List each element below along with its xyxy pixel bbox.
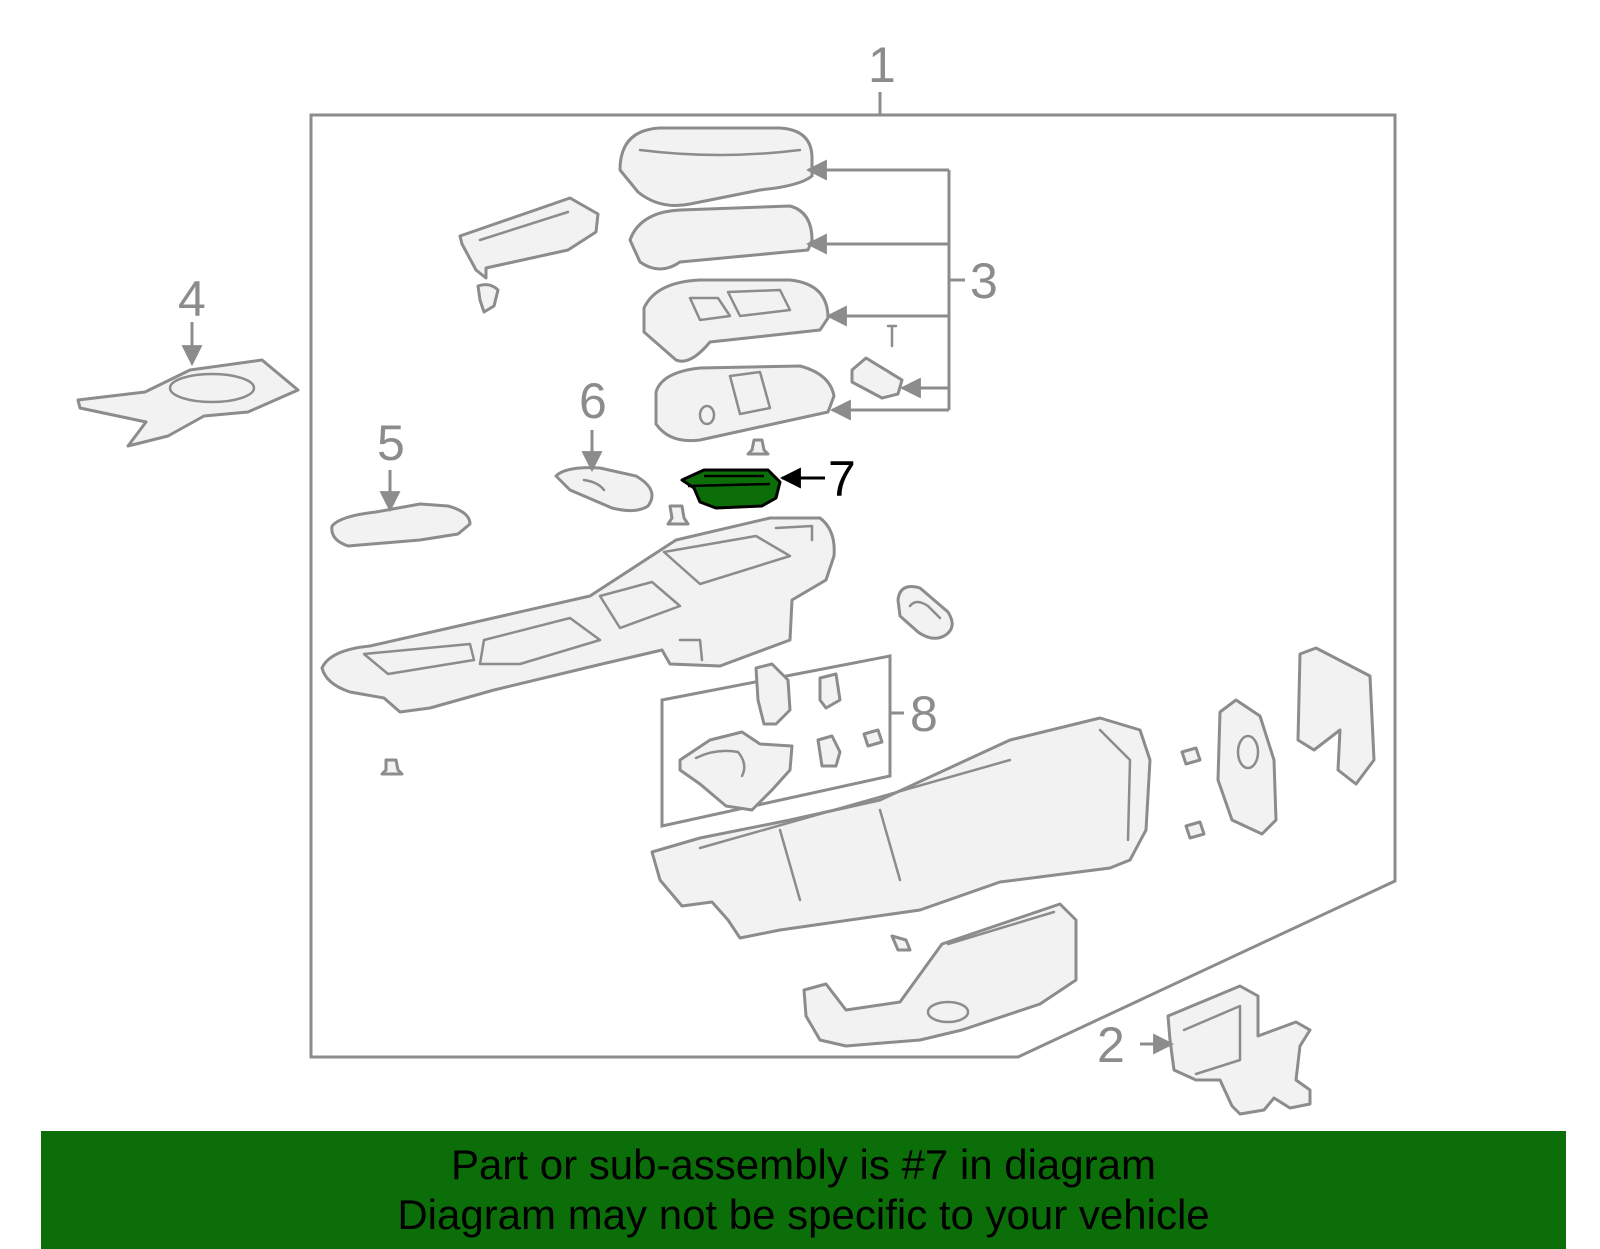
callout-7: 7: [828, 451, 856, 507]
info-banner: Part or sub-assembly is #7 in diagram Di…: [41, 1131, 1566, 1249]
callout-2: 2: [1097, 1017, 1125, 1073]
part-7-highlighted: [680, 467, 825, 510]
grommet: [896, 585, 954, 640]
assembly-frame: [309, 113, 1397, 1059]
callout-4: 4: [178, 271, 206, 327]
callout-3: 3: [970, 253, 998, 309]
part-5-panel: [330, 470, 472, 548]
console-lower: [650, 716, 1152, 940]
lower-panel: [802, 902, 1078, 1048]
part-4-shift-plate: [76, 322, 300, 448]
banner-line-2: Diagram may not be specific to your vehi…: [397, 1191, 1210, 1238]
fasteners: [380, 438, 1206, 952]
part-8-subassembly: [660, 654, 904, 828]
part-6-cover: [554, 430, 654, 513]
callout-8: 8: [910, 686, 938, 742]
part-2-bracket: [1140, 984, 1312, 1116]
callout-1: 1: [868, 37, 896, 93]
side-panels: [1216, 646, 1376, 836]
console-upper: [320, 516, 836, 714]
part-3-lid-assembly: [458, 126, 965, 443]
callout-6: 6: [579, 373, 607, 429]
callout-5: 5: [377, 415, 405, 471]
banner-line-1: Part or sub-assembly is #7 in diagram: [451, 1141, 1156, 1188]
